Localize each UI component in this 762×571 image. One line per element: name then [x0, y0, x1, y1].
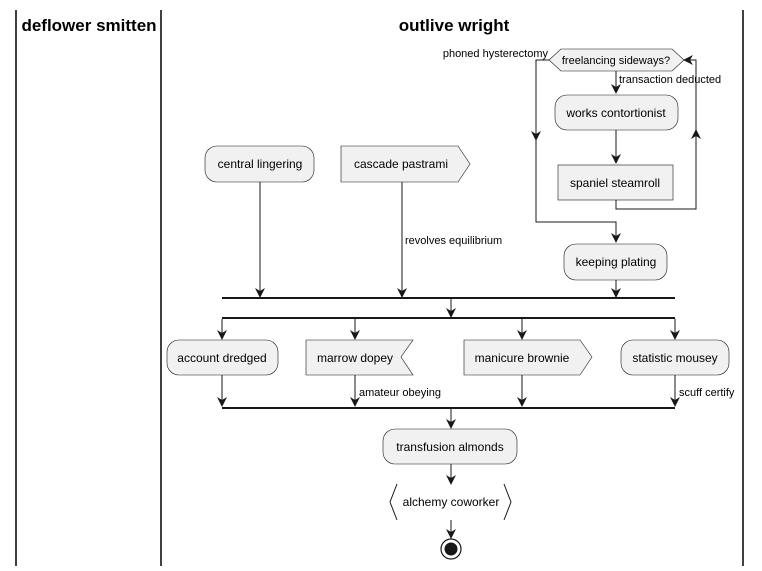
- decision-label: freelancing sideways?: [562, 55, 670, 67]
- edge-label-revolves: revolves equilibrium: [405, 235, 502, 247]
- note-alchemy-coworker: alchemy coworker: [389, 483, 512, 521]
- signal-label: manicure brownie: [475, 351, 570, 365]
- action-keeping-plating: keeping plating: [563, 243, 668, 281]
- swimlane-title-left: deflower smitten: [21, 16, 156, 35]
- event-marrow-dopey: marrow dopey: [305, 339, 414, 376]
- action-label: statistic mousey: [632, 351, 717, 365]
- signal-manicure-brownie: manicure brownie: [463, 339, 593, 376]
- bracket-right: [503, 483, 512, 521]
- edge-label-amateur: amateur obeying: [359, 387, 441, 399]
- action-label: account dredged: [177, 351, 266, 365]
- action-label: central lingering: [218, 157, 303, 171]
- action-label: works contortionist: [565, 106, 666, 120]
- action-spaniel-steamroll: spaniel steamroll: [557, 164, 674, 201]
- signal-cascade-pastrami: cascade pastrami: [340, 145, 471, 183]
- signal-label: cascade pastrami: [354, 157, 448, 171]
- action-statistic-mousey: statistic mousey: [620, 339, 730, 376]
- action-works-contortionist: works contortionist: [554, 94, 679, 131]
- action-central-lingering: central lingering: [204, 145, 315, 183]
- edge-label-loop-exit: phoned hysterectomy: [443, 48, 549, 60]
- edge-label-loop-back: transaction deducted: [619, 74, 721, 86]
- swimlane-title-right: outlive wright: [399, 16, 510, 35]
- edge-loop-back: [615, 55, 697, 210]
- action-label: spaniel steamroll: [570, 176, 660, 190]
- action-transfusion-almonds: transfusion almonds: [382, 428, 518, 465]
- end-node: [440, 538, 462, 560]
- edge-label-scuff: scuff certify: [679, 387, 735, 399]
- event-label: marrow dopey: [317, 351, 393, 365]
- action-account-dredged: account dredged: [166, 339, 279, 376]
- decision-freelancing-sideways: freelancing sideways?: [548, 48, 685, 72]
- bracket-left: [389, 483, 398, 521]
- note-label: alchemy coworker: [403, 495, 500, 509]
- action-label: keeping plating: [576, 255, 657, 269]
- swimlane-borders: [15, 10, 744, 566]
- edges: [217, 55, 701, 539]
- edge-loop-exit: [535, 59, 621, 243]
- action-label: transfusion almonds: [396, 440, 503, 454]
- sync-bars: [222, 297, 675, 409]
- end-node-inner: [444, 542, 458, 556]
